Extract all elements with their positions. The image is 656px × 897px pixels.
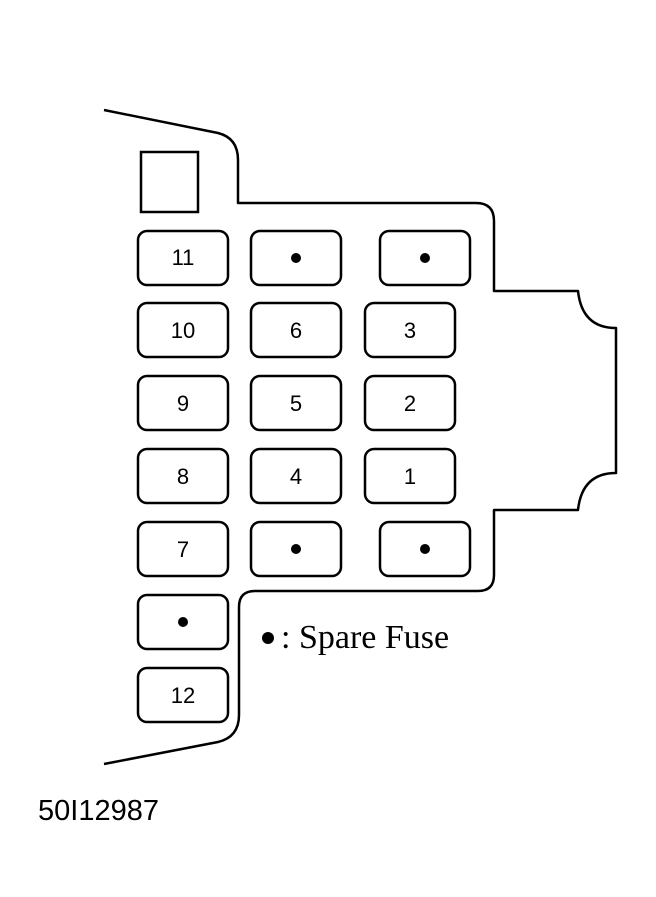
legend: : Spare Fuse (262, 619, 449, 656)
fuse-label: 2 (404, 391, 416, 416)
spare-dot-icon (291, 253, 301, 263)
fuse-12: 12 (136, 666, 230, 724)
relay-slot (139, 150, 200, 214)
fuse-7: 7 (136, 520, 230, 578)
fuse-label: 4 (290, 464, 302, 489)
spare-dot-icon (420, 253, 430, 263)
figure-code: 50I12987 (38, 795, 159, 827)
spare-fuse-e (136, 593, 230, 651)
legend-dot-icon (262, 632, 274, 644)
spare-dot-icon (178, 617, 188, 627)
fuse-5: 5 (249, 374, 343, 432)
fuse-11: 11 (136, 229, 230, 287)
spare-fuse-d (378, 520, 472, 578)
spare-fuse-b (378, 229, 472, 287)
spare-dot-icon (291, 544, 301, 554)
fuse-3: 3 (363, 301, 457, 359)
fuse-label: 10 (171, 318, 195, 343)
fuse-1: 1 (363, 447, 457, 505)
spare-dot-icon (420, 544, 430, 554)
fuse-label: 1 (404, 464, 416, 489)
fuse-8: 8 (136, 447, 230, 505)
spare-fuse-a (249, 229, 343, 287)
fuse-label: 8 (177, 464, 189, 489)
fuse-label: 5 (290, 391, 302, 416)
fuse-2: 2 (363, 374, 457, 432)
fuse-9: 9 (136, 374, 230, 432)
fuse-label: 6 (290, 318, 302, 343)
legend-text: : Spare Fuse (281, 619, 449, 656)
fuse-label: 12 (171, 683, 195, 708)
fuse-6: 6 (249, 301, 343, 359)
fuse-slots: 11 10 6 3 9 5 (136, 150, 472, 724)
fuse-label: 3 (404, 318, 416, 343)
fuse-label: 7 (177, 537, 189, 562)
fuse-4: 4 (249, 447, 343, 505)
spare-fuse-c (249, 520, 343, 578)
fuse-label: 9 (177, 391, 189, 416)
fuse-label: 11 (172, 245, 195, 270)
fuse-10: 10 (136, 301, 230, 359)
fuse-panel-housing-outline (103, 108, 618, 766)
